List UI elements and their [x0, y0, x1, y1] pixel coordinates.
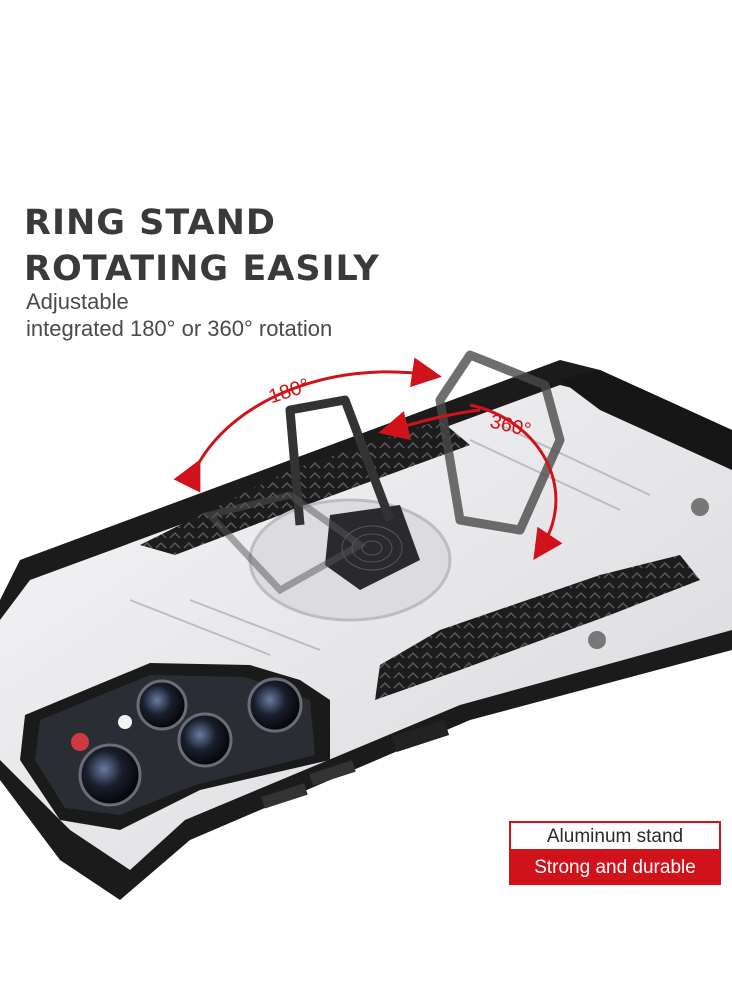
flash: [118, 715, 132, 729]
camera-module: [20, 663, 330, 830]
lens-2: [247, 677, 303, 733]
screw-left: [588, 631, 606, 649]
arrow-180: [173, 357, 442, 493]
switch-button: [391, 719, 450, 752]
lens-4: [78, 743, 142, 807]
grip-right: [375, 555, 700, 700]
grip-edge-right: [560, 370, 732, 470]
badge-strong-durable: Strong and durable: [509, 851, 721, 885]
subtitle-line-2: integrated 180° or 360° rotation: [26, 316, 333, 341]
sensor: [71, 733, 89, 751]
headline-line-1: RING STAND: [24, 203, 276, 243]
feature-badge: Aluminum stand Strong and durable: [509, 821, 721, 885]
screw-right: [691, 498, 709, 516]
volume-plus: [261, 783, 308, 809]
lens-3: [177, 712, 233, 768]
ring-plate: [325, 505, 420, 590]
headline-line-2: ROTATING EASILY: [24, 249, 380, 289]
ring-frame-2: [435, 350, 565, 535]
ring-frame-3: [203, 491, 367, 595]
arrow-360: [469, 403, 563, 560]
subtitle-line-1: Adjustable: [26, 289, 129, 314]
arrow-360-tail: [378, 408, 481, 441]
lens-1: [136, 679, 188, 731]
subtitle: Adjustable integrated 180° or 360° rotat…: [26, 288, 332, 342]
volume-minus: [309, 760, 356, 786]
headline: RING STAND ROTATING EASILY: [24, 200, 380, 292]
badge-aluminum-stand: Aluminum stand: [509, 821, 721, 851]
